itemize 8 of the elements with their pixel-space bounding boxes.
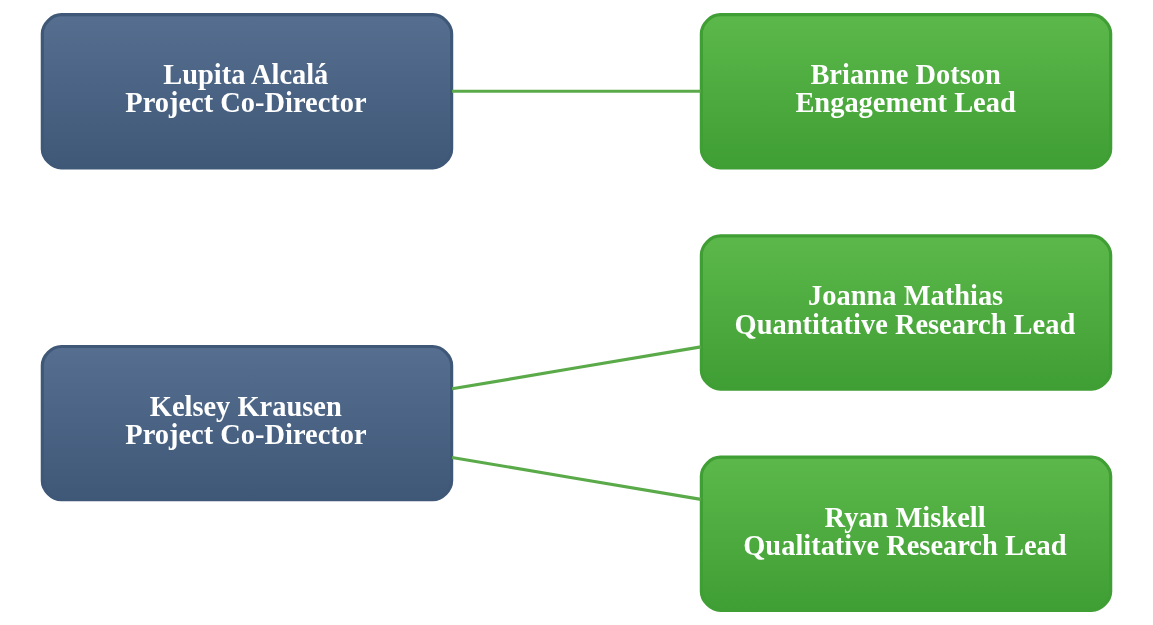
connector [451,345,702,391]
node-box: Ryan Miskell Qualitative Research Lead [699,455,1113,612]
connector [452,89,701,93]
node-box: Lupita Alcalá Project Co-Director [40,13,454,170]
connector [451,455,702,501]
node-box: Brianne Dotson Engagement Lead [699,13,1113,170]
node-box: Kelsey Krausen Project Co-Director [40,344,454,502]
node-box: Joanna Mathias Quantitative Research Lead [699,234,1113,391]
